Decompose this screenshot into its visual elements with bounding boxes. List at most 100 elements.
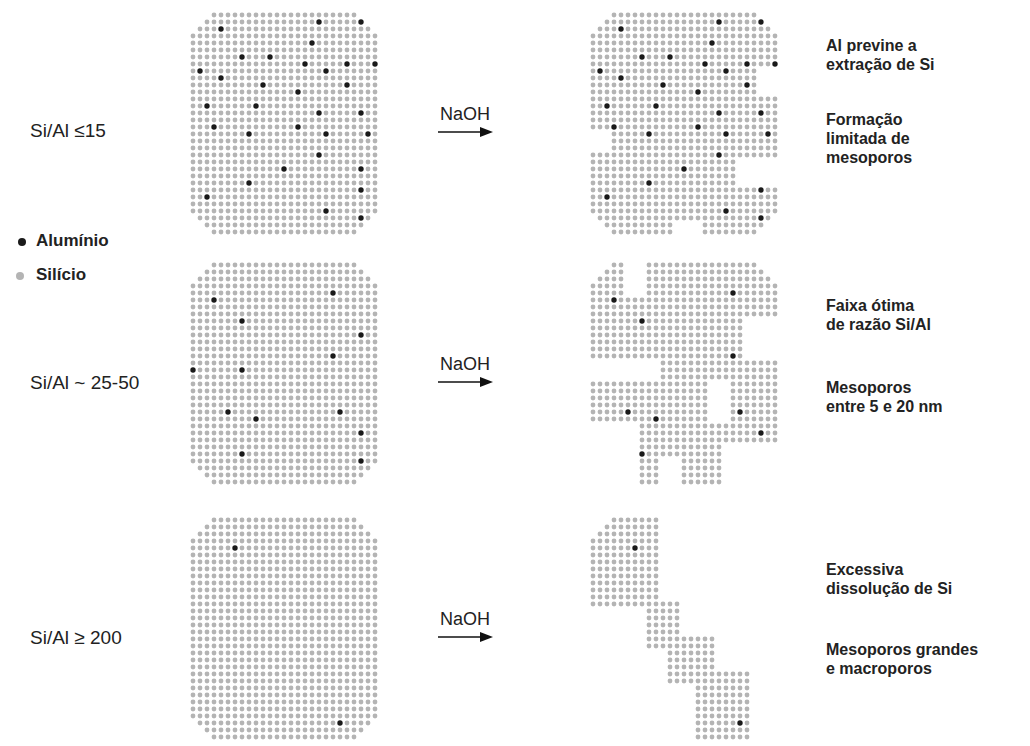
silicon-atom: [373, 111, 378, 116]
silicon-atom: [310, 270, 315, 275]
silicon-atom: [247, 160, 252, 165]
silicon-atom: [352, 118, 357, 123]
silicon-atom: [275, 202, 280, 207]
silicon-atom: [766, 202, 771, 207]
silicon-atom: [338, 216, 343, 221]
silicon-atom: [324, 48, 329, 53]
silicon-atom: [703, 41, 708, 46]
silicon-atom: [703, 111, 708, 116]
silicon-atom: [310, 188, 315, 193]
silicon-atom: [296, 202, 301, 207]
silicon-atom: [275, 354, 280, 359]
silicon-atom: [598, 27, 603, 32]
silicon-atom: [331, 90, 336, 95]
silicon-atom: [261, 62, 266, 67]
silicon-atom: [696, 69, 701, 74]
silicon-atom: [303, 41, 308, 46]
silicon-atom: [275, 90, 280, 95]
silicon-atom: [626, 181, 631, 186]
silicon-atom: [345, 305, 350, 310]
silicon-atom: [233, 104, 238, 109]
silicon-atom: [219, 20, 224, 25]
silicon-atom: [205, 340, 210, 345]
silicon-atom: [317, 270, 322, 275]
silicon-atom: [647, 41, 652, 46]
silicon-atom: [731, 181, 736, 186]
silicon-atom: [703, 125, 708, 130]
silicon-atom: [759, 139, 764, 144]
silicon-atom: [240, 41, 245, 46]
silicon-atom: [324, 270, 329, 275]
silicon-atom: [591, 90, 596, 95]
silicon-atom: [689, 62, 694, 67]
silicon-atom: [612, 139, 617, 144]
silicon-atom: [212, 139, 217, 144]
silicon-atom: [373, 347, 378, 352]
silicon-atom: [338, 174, 343, 179]
silicon-atom: [605, 125, 610, 130]
silicon-atom: [745, 69, 750, 74]
silicon-atom: [289, 202, 294, 207]
silicon-atom: [219, 326, 224, 331]
silicon-atom: [696, 188, 701, 193]
silicon-atom: [605, 111, 610, 116]
silicon-atom: [668, 104, 673, 109]
silicon-atom: [338, 195, 343, 200]
silicon-atom: [324, 354, 329, 359]
silicon-atom: [773, 146, 778, 151]
silicon-atom: [612, 76, 617, 81]
silicon-atom: [359, 104, 364, 109]
silicon-atom: [219, 118, 224, 123]
silicon-atom: [198, 83, 203, 88]
silicon-atom: [745, 132, 750, 137]
silicon-atom: [331, 298, 336, 303]
silicon-atom: [275, 347, 280, 352]
silicon-atom: [745, 153, 750, 158]
silicon-atom: [359, 55, 364, 60]
silicon-atom: [289, 354, 294, 359]
silicon-atom: [268, 277, 273, 282]
silicon-atom: [317, 195, 322, 200]
silicon-atom: [254, 354, 259, 359]
silicon-atom: [303, 312, 308, 317]
silicon-atom: [345, 125, 350, 130]
silicon-atom: [626, 132, 631, 137]
silicon-atom: [661, 69, 666, 74]
silicon-atom: [598, 195, 603, 200]
silicon-atom: [331, 20, 336, 25]
silicon-atom: [752, 132, 757, 137]
silicon-atom: [198, 202, 203, 207]
silicon-atom: [682, 132, 687, 137]
silicon-atom: [689, 27, 694, 32]
silicon-atom: [233, 284, 238, 289]
silicon-atom: [612, 160, 617, 165]
silicon-atom: [633, 90, 638, 95]
silicon-atom: [759, 27, 764, 32]
silicon-atom: [310, 319, 315, 324]
silicon-atom: [759, 48, 764, 53]
silicon-atom: [633, 55, 638, 60]
silicon-atom: [647, 76, 652, 81]
silicon-atom: [647, 174, 652, 179]
silicon-atom: [198, 55, 203, 60]
silicon-atom: [633, 76, 638, 81]
silicon-atom: [205, 167, 210, 172]
silicon-atom: [612, 34, 617, 39]
silicon-atom: [303, 202, 308, 207]
silicon-atom: [640, 97, 645, 102]
silicon-atom: [212, 83, 217, 88]
silicon-atom: [612, 41, 617, 46]
silicon-atom: [212, 291, 217, 296]
silicon-atom: [296, 277, 301, 282]
silicon-atom: [212, 284, 217, 289]
silicon-atom: [338, 277, 343, 282]
silicon-atom: [738, 139, 743, 144]
silicon-atom: [282, 263, 287, 268]
silicon-atom: [661, 153, 666, 158]
silicon-atom: [296, 263, 301, 268]
silicon-atom: [717, 146, 722, 151]
silicon-atom: [282, 347, 287, 352]
reaction-arrow: [438, 127, 493, 137]
silicon-atom: [626, 34, 631, 39]
silicon-atom: [254, 223, 259, 228]
